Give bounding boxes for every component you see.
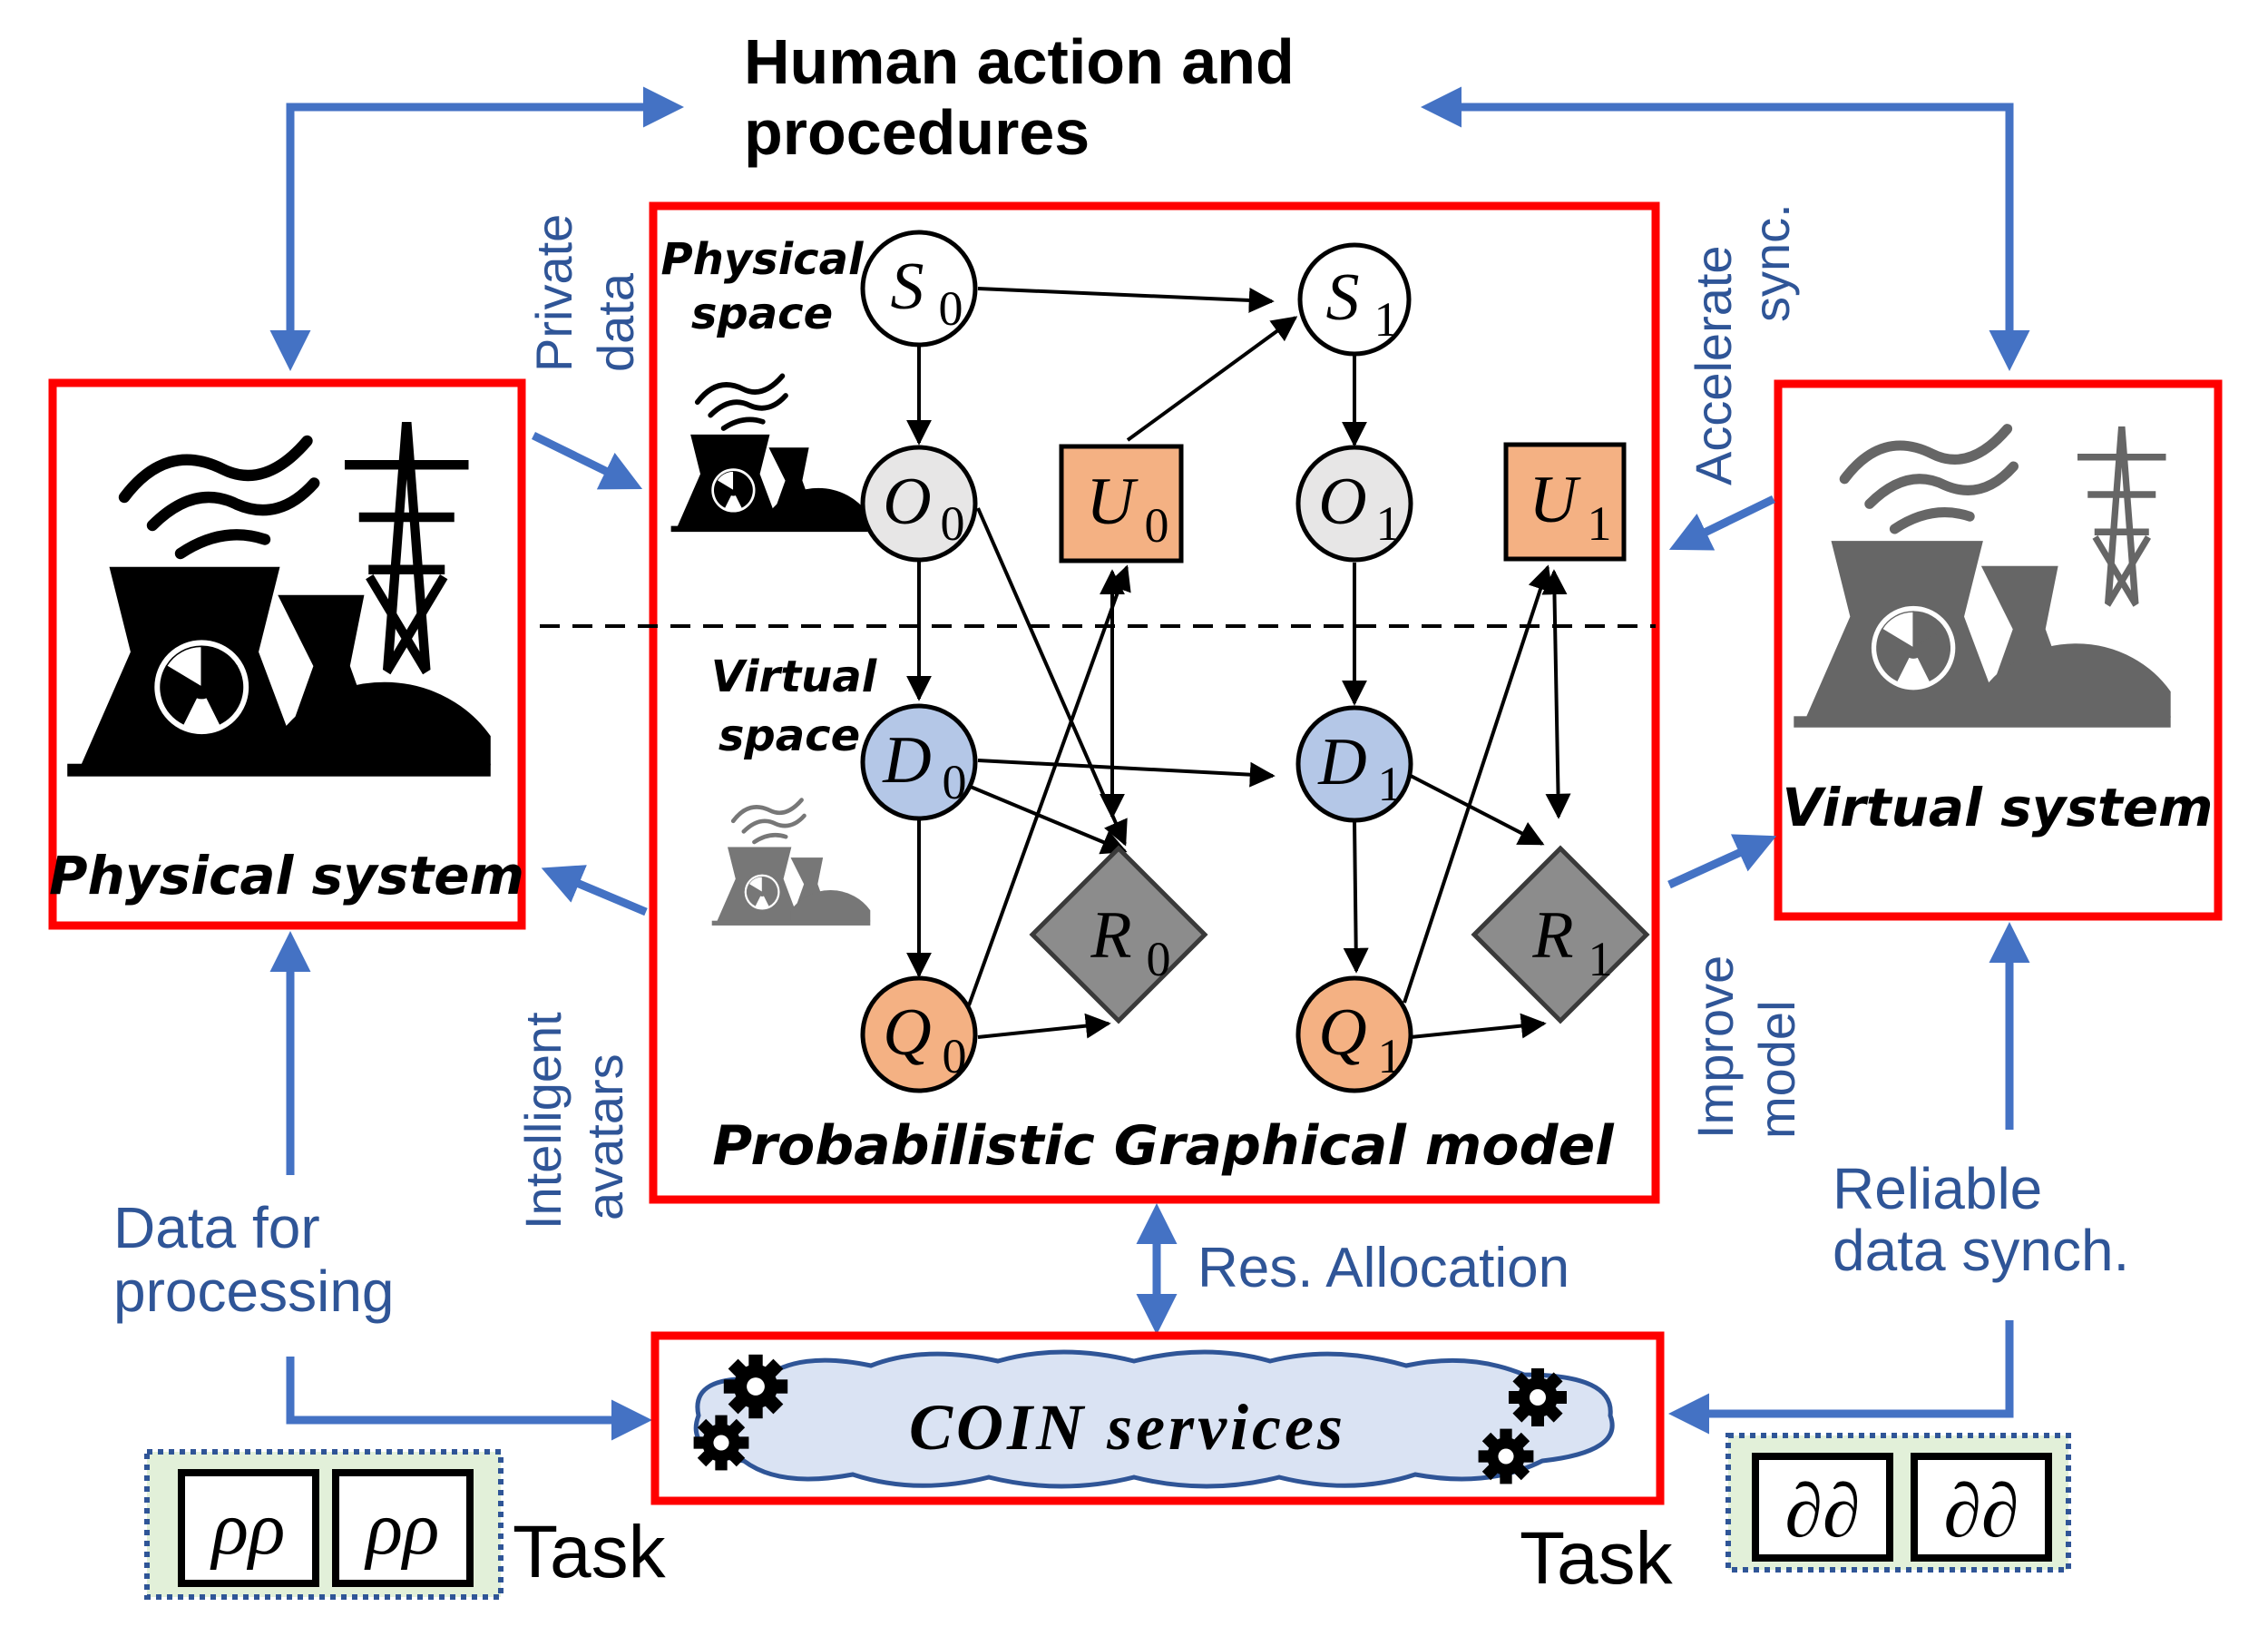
physical-space-label-1: Physical [661,234,865,285]
pgm-edges [906,287,1571,1039]
node-O1-symbol: O [1318,465,1366,539]
node-U1[interactable]: U 1 [1503,442,1627,562]
task-left-label: Task [513,1511,667,1593]
node-U0-subscript: 0 [1145,498,1169,553]
node-D1[interactable]: D 1 [1295,705,1413,823]
reliable-sync-label-2: data synch. [1833,1218,2129,1283]
task-right-group[interactable]: ∂∂ ∂∂ [1725,1433,2071,1573]
node-Q1-subscript: 1 [1378,1029,1403,1083]
improve-model-arrow [1667,834,1777,889]
node-S0-subscript: 0 [939,281,963,336]
node-Q1-symbol: Q [1318,995,1366,1070]
node-D0-symbol: D [882,723,931,798]
top-right-connector [1421,86,2030,371]
data-processing-label-1: Data for [113,1195,320,1260]
node-D0[interactable]: D 0 [860,703,978,821]
node-U1-symbol: U [1529,463,1581,537]
virtual-system-label: Virtual system [1783,777,2214,838]
node-O1[interactable]: O 1 [1295,445,1413,563]
node-Q0-subscript: 0 [943,1029,967,1083]
task-right-symbol-2: ∂∂ [1943,1469,2019,1553]
node-R1-symbol: R [1531,898,1573,973]
data-processing-arrow-up [269,931,652,1441]
task-right-label: Task [1520,1517,1674,1600]
intelligent-avatars-arrow [541,865,648,916]
improve-model-label-2: model [1748,1000,1805,1139]
pgm-frame[interactable] [649,201,1660,1204]
private-data-label-2: data [587,272,644,372]
accelerate-sync-label-1: Accelerate [1685,245,1742,485]
node-R1[interactable]: R 1 [1471,845,1650,1024]
node-D0-subscript: 0 [943,755,967,809]
node-S1-symbol: S [1326,260,1360,335]
task-left-group[interactable]: ρρ ρρ [144,1449,503,1600]
accelerate-sync-label-2: sync. [1743,203,1800,322]
node-R0-symbol: R [1090,898,1131,973]
node-R0-subscript: 0 [1147,932,1171,986]
task-left-symbol-1: ρρ [210,1486,286,1571]
node-Q0-symbol: Q [883,995,931,1070]
improve-model-label-1: Improve [1686,955,1744,1139]
node-O0-subscript: 0 [941,496,965,551]
node-O0-symbol: O [883,465,931,539]
res-allocation-label: Res. Allocation [1198,1237,1569,1299]
physical-space-label-2: space [691,289,833,339]
intelligent-avatars-label-2: avatars [576,1053,633,1220]
node-S0[interactable]: S 0 [860,230,978,348]
gear-icon [1478,1428,1534,1484]
node-Q0[interactable]: Q 0 [860,975,978,1093]
title-line-2: procedures [744,97,1090,168]
node-S0-symbol: S [891,250,924,324]
private-data-label-1: Private [525,214,582,372]
node-O0[interactable]: O 0 [860,445,978,563]
pgm-title: Probabilistic Graphical model [712,1114,1615,1178]
top-left-connector [269,86,684,371]
private-data-arrow [532,431,643,490]
gear-icon [1509,1368,1567,1426]
node-S1[interactable]: S 1 [1297,242,1412,357]
data-processing-label-2: processing [113,1259,395,1324]
node-Q1[interactable]: Q 1 [1295,975,1413,1093]
physical-system-label: Physical system [49,845,524,906]
node-R1-subscript: 1 [1589,932,1613,986]
reliable-sync-label-1: Reliable [1833,1156,2042,1221]
reliable-sync-arrow [1668,922,2030,1435]
gear-icon [693,1415,749,1471]
node-D1-subscript: 1 [1378,757,1403,811]
intelligent-avatars-label-1: Intelligent [514,1012,572,1230]
node-U1-subscript: 1 [1588,496,1612,551]
coin-label: COIN services [909,1391,1346,1464]
gear-icon [723,1354,788,1419]
node-U0-symbol: U [1086,465,1139,539]
accelerate-sync-arrow [1668,495,1775,551]
node-R0[interactable]: R 0 [1029,845,1208,1024]
title-line-1: Human action and [744,26,1295,97]
node-S1-subscript: 1 [1374,292,1399,347]
node-D1-symbol: D [1317,725,1366,799]
node-O1-subscript: 1 [1376,496,1401,551]
task-right-symbol-1: ∂∂ [1784,1469,1860,1553]
coin-cloud [693,1349,1615,1489]
virtual-space-label-1: Virtual [711,652,877,702]
task-left-symbol-2: ρρ [364,1486,440,1571]
node-U0[interactable]: U 0 [1059,444,1184,563]
virtual-space-label-2: space [719,710,860,761]
